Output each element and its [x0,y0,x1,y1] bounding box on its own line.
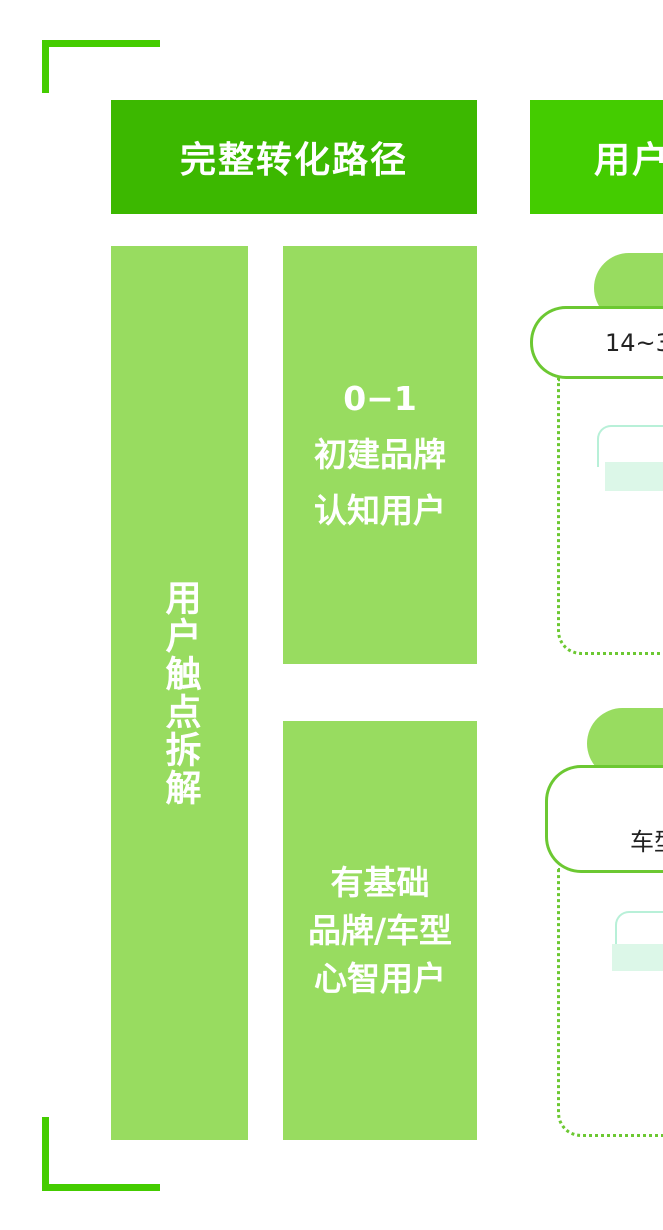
content-card-fill [612,944,663,971]
segment-block-existing-users: 有基础 品牌/车型 心智用户 [283,721,477,1140]
segment-line: 初建品牌 [314,435,446,474]
model-tag: 车型 [545,765,663,873]
corner-bracket-top [42,40,160,47]
age-tag: 14~3 [530,306,663,379]
dotted-group-border [557,868,663,1137]
content-card [597,425,663,467]
segment-line: 心智用户 [314,958,446,998]
header-user: 用户 [530,100,663,214]
segment-line: 0−1 [343,379,417,418]
content-card-fill [605,462,663,491]
segment-block-new-users: 0−1 初建品牌 认知用户 [283,246,477,664]
touchpoint-label: 用户触点拆解 [159,579,201,807]
segment-line: 品牌/车型 [307,910,453,950]
segment-line: 认知用户 [314,491,446,530]
age-tag-label: 14~3 [605,328,663,357]
corner-bracket-bottom [42,1184,160,1191]
segment-line: 有基础 [330,862,430,902]
header-user-label: 用户 [594,140,663,181]
touchpoint-block: 用户触点拆解 [111,246,248,1140]
header-full-conversion-path: 完整转化路径 [111,100,477,214]
content-card [615,911,663,949]
corner-bracket-top [42,40,49,93]
model-tag-label: 车型 [630,827,663,856]
corner-bracket-bottom [42,1117,49,1191]
dotted-group-border [557,378,663,655]
